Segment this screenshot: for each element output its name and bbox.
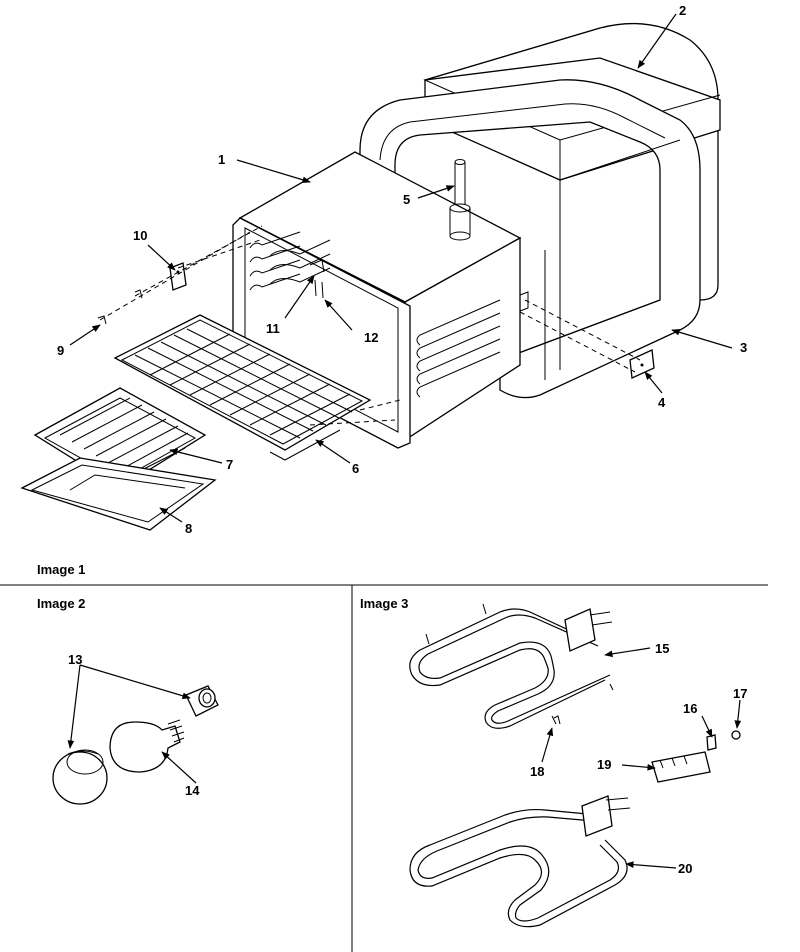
caption-image-3: Image 3 xyxy=(360,596,408,611)
leader-lines-image-1 xyxy=(69,13,733,523)
light-bulb-part-14 xyxy=(109,719,185,773)
screw-part-9 xyxy=(97,289,143,325)
leader-19 xyxy=(621,763,656,771)
callout-2: 2 xyxy=(679,3,686,18)
callout-16: 16 xyxy=(683,701,697,716)
callout-20: 20 xyxy=(678,861,692,876)
callout-13: 13 xyxy=(68,652,82,667)
nut-part-17 xyxy=(731,730,741,740)
lamp-lens-part-13 xyxy=(52,749,108,805)
callout-11: 11 xyxy=(266,321,280,336)
screws-part-11-12 xyxy=(309,259,325,299)
leader-13a xyxy=(67,664,81,749)
callout-8: 8 xyxy=(185,521,192,536)
callout-7: 7 xyxy=(226,457,233,472)
caption-image-2: Image 2 xyxy=(37,596,85,611)
callout-5: 5 xyxy=(403,192,410,207)
callout-17: 17 xyxy=(733,686,747,701)
caption-image-1: Image 1 xyxy=(37,562,85,577)
callout-1: 1 xyxy=(218,152,225,167)
broil-element-part-15 xyxy=(409,603,614,729)
callout-4: 4 xyxy=(658,395,666,410)
bracket-part-16 xyxy=(706,734,717,751)
lamp-socket-part-13 xyxy=(185,685,219,717)
callout-3: 3 xyxy=(740,340,747,355)
broil-pan-part-8 xyxy=(20,457,217,531)
leader-13b xyxy=(79,664,191,700)
callout-6: 6 xyxy=(352,461,359,476)
callout-19: 19 xyxy=(597,757,611,772)
callout-15: 15 xyxy=(655,641,669,656)
terminal-block-part-19 xyxy=(651,751,711,783)
callout-18: 18 xyxy=(530,764,544,779)
callout-14: 14 xyxy=(185,783,200,798)
alignment-lines xyxy=(99,225,641,426)
callout-12: 12 xyxy=(364,330,378,345)
oven-cavity-part-1 xyxy=(232,151,529,449)
vent-tube-part-5 xyxy=(449,159,471,241)
leader-16 xyxy=(701,715,713,738)
bracket-part-4 xyxy=(629,349,655,379)
outer-wrap-part-3 xyxy=(359,79,701,399)
bake-element-part-20 xyxy=(409,795,631,928)
leader-17 xyxy=(734,699,742,729)
leader-18 xyxy=(541,727,554,763)
oven-rack-part-6 xyxy=(113,314,372,461)
callout-10: 10 xyxy=(133,228,147,243)
leader-14 xyxy=(161,751,197,784)
leader-20 xyxy=(625,861,677,869)
leader-15 xyxy=(604,647,651,658)
screw-part-18 xyxy=(553,715,561,725)
callout-9: 9 xyxy=(57,343,64,358)
